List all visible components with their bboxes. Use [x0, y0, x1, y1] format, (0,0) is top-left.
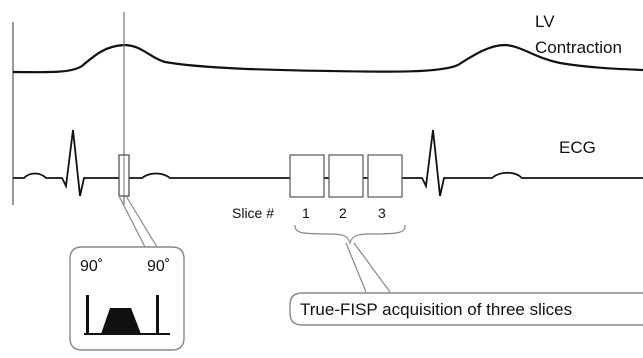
ecg-trace [13, 129, 643, 197]
slice-number-3: 3 [378, 205, 386, 221]
callout-pointer [345, 242, 391, 293]
callout-text: True-FISP acquisition of three slices [300, 300, 572, 319]
slice-prefix-label: Slice # [232, 205, 274, 221]
contraction-label: Contraction [535, 38, 622, 57]
slice-number-1: 1 [302, 205, 310, 221]
slice-group-bracket [294, 224, 406, 246]
pulse-right-label: 90˚ [147, 258, 170, 275]
slice-box-3 [367, 154, 403, 198]
callout-box [289, 292, 643, 326]
ecg-label: ECG [559, 138, 596, 157]
zoom-connector [118, 195, 158, 248]
pulse-left-label: 90˚ [80, 258, 103, 275]
pulse-bar-left [86, 295, 89, 334]
pulse-bar-right [156, 295, 159, 334]
slice-box-1 [289, 154, 325, 198]
slice-box-2 [328, 154, 364, 198]
lv-label: LV [535, 12, 555, 31]
pulse-trapezoid [101, 308, 141, 334]
lv-contraction-curve [12, 43, 643, 74]
slice-number-2: 2 [339, 205, 347, 221]
pulse-zoom-box [69, 246, 185, 351]
